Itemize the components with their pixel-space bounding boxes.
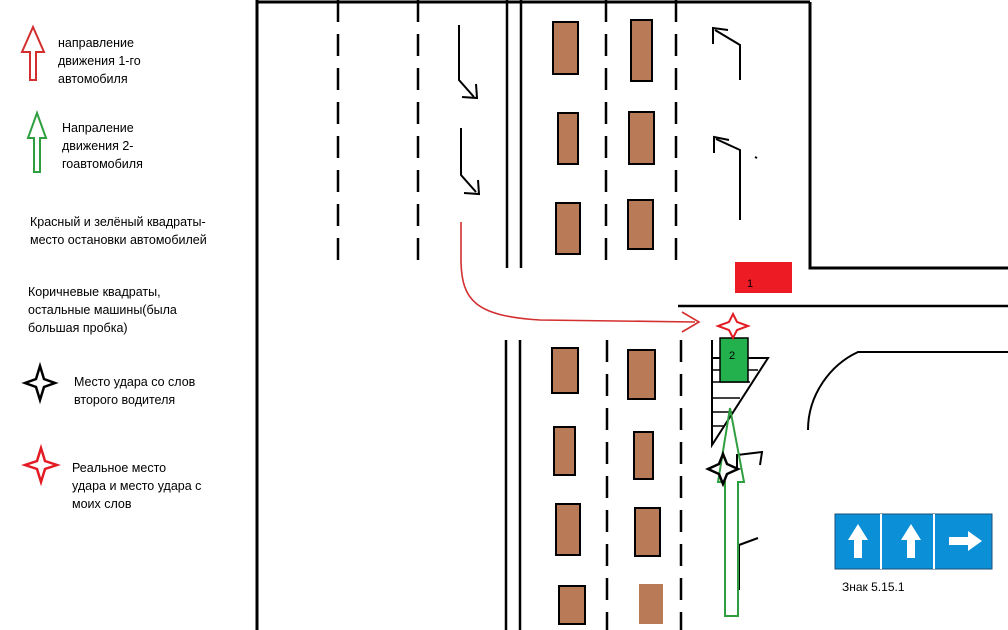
legend-black-star-text: Место удара со слов второго водителя xyxy=(74,375,196,407)
car-2-label: 2 xyxy=(729,350,735,362)
sign-arrow-up-icon xyxy=(901,524,921,558)
traffic-car xyxy=(552,21,579,75)
traffic-car xyxy=(627,199,654,250)
traffic-cars xyxy=(551,19,663,625)
road-edges xyxy=(255,0,1008,630)
traffic-car xyxy=(628,111,655,165)
black-star-impact-marker xyxy=(704,450,742,488)
traffic-car xyxy=(558,585,586,625)
traffic-car xyxy=(634,507,661,557)
car-1-label: 1 xyxy=(747,278,753,290)
sign-arrow-right-icon xyxy=(949,531,982,551)
traffic-car xyxy=(557,112,579,165)
legend-squares-text: Красный и зелёный квадраты- место остано… xyxy=(30,215,207,247)
legend-red-arrow-text: направление движения 1-го автомобиля xyxy=(58,36,141,86)
lane-direction-arrows xyxy=(458,25,764,590)
traffic-car xyxy=(555,202,581,255)
traffic-car xyxy=(555,503,581,556)
red-star-legend-icon xyxy=(21,443,61,487)
traffic-car xyxy=(639,584,663,624)
sign-caption: Знак 5.15.1 xyxy=(842,580,905,594)
traffic-car xyxy=(627,349,656,400)
traffic-car xyxy=(633,431,654,480)
red-path-arrow xyxy=(460,222,701,333)
legend-red-star-text: Реальное место удара и место удара с мои… xyxy=(72,461,202,511)
traffic-car xyxy=(553,426,576,476)
green-arrow-legend-icon xyxy=(26,110,48,173)
red-star-impact-marker xyxy=(715,311,751,341)
legend-green-arrow-text: Напраление движения 2- гоавтомобиля xyxy=(62,121,143,171)
car-1: 1 xyxy=(735,262,792,293)
legend-brown-text: Коричневые квадраты, остальные машины(бы… xyxy=(28,285,177,335)
car-2: 2 xyxy=(711,337,770,449)
green-path-arrow xyxy=(716,407,746,617)
road-sign-5-15-1 xyxy=(834,513,993,570)
sign-arrow-up-icon xyxy=(848,524,868,558)
traffic-car xyxy=(630,19,653,82)
black-star-legend-icon xyxy=(21,361,59,405)
traffic-car xyxy=(551,347,579,394)
red-arrow-legend-icon xyxy=(20,24,46,81)
lane-markings xyxy=(336,0,683,630)
